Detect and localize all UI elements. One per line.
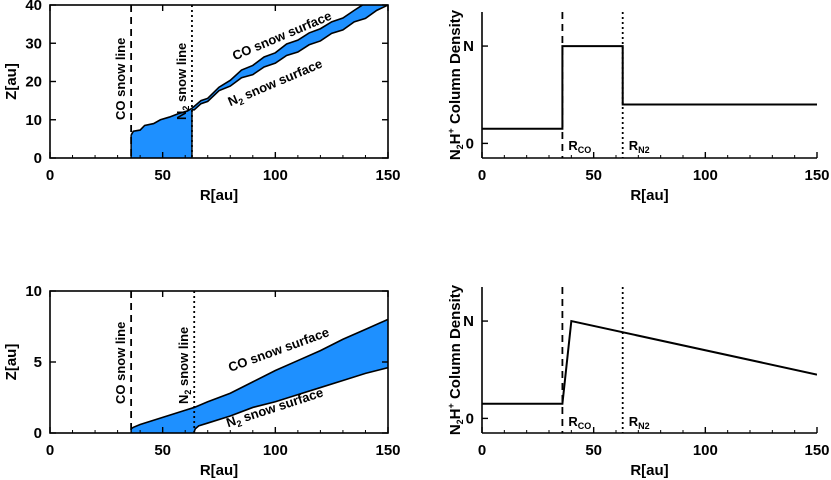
n2h-column-density-line — [482, 319, 817, 405]
text-part: 2 — [181, 106, 191, 111]
n2-surface-label: N2 snow surface — [226, 56, 326, 111]
y-tick-label: 20 — [25, 74, 42, 91]
y-axis-label: Z[au] — [3, 63, 20, 100]
y-axis-label: Z[au] — [3, 344, 20, 381]
text-part: Column Density — [447, 9, 464, 128]
x-axis-label: R[au] — [630, 462, 668, 479]
x-tick-label: 50 — [585, 442, 602, 459]
plot-area — [482, 319, 817, 405]
text-part: CO — [578, 145, 592, 155]
n2h-column-density-line — [482, 45, 817, 130]
text-part: R — [629, 138, 639, 153]
text-part: N2 — [638, 145, 650, 155]
text-part: Column Density — [447, 284, 464, 403]
r-co-label: RCO — [568, 138, 591, 155]
text-part: R — [629, 414, 639, 429]
text-part: 2 — [455, 144, 465, 149]
y-tick-label: N — [463, 313, 474, 330]
y-tick-label: 0 — [34, 150, 42, 167]
plot-area — [482, 45, 817, 130]
text-part: N — [224, 413, 238, 430]
x-tick-label: 150 — [804, 442, 829, 459]
x-tick-label: 150 — [375, 167, 400, 184]
text-part: 2 — [237, 96, 246, 107]
x-tick-label: 100 — [693, 167, 718, 184]
n2-snow-line-label: N2 snow line — [174, 43, 191, 120]
r-n2-label: RN2 — [629, 138, 650, 155]
co-snow-line-label: CO snow line — [113, 322, 128, 404]
plot-area — [130, 318, 388, 433]
x-tick-label: 100 — [263, 442, 288, 459]
text-part: 2 — [455, 419, 465, 424]
y-tick-label: 10 — [25, 112, 42, 129]
y-tick-label: 0 — [466, 410, 474, 427]
text-part: snow line — [176, 327, 191, 390]
x-axis-label: R[au] — [630, 187, 668, 204]
x-tick-label: 50 — [154, 442, 171, 459]
n2-snow-surface-line — [193, 366, 388, 432]
y-tick-label: 0 — [34, 425, 42, 442]
text-part: N — [447, 424, 464, 435]
y-tick-label: N — [463, 38, 474, 55]
text-part: R — [568, 138, 578, 153]
x-tick-label: 0 — [46, 167, 54, 184]
x-tick-label: 50 — [154, 167, 171, 184]
co-snow-line-label: CO snow line — [113, 38, 128, 120]
text-part: 2 — [183, 390, 193, 395]
text-part: H — [447, 408, 464, 419]
text-part: N — [174, 111, 189, 120]
x-tick-label: 150 — [804, 167, 829, 184]
text-part: snow surface — [239, 56, 325, 104]
x-tick-label: 150 — [375, 442, 400, 459]
text-part: N — [176, 395, 191, 404]
text-part: R — [568, 414, 578, 429]
text-part: snow line — [174, 43, 189, 106]
text-part: + — [446, 128, 456, 133]
x-tick-label: 0 — [46, 442, 54, 459]
r-co-label: RCO — [568, 414, 591, 431]
x-tick-label: 0 — [478, 167, 486, 184]
n2-snow-line-label: N2 snow line — [176, 327, 193, 404]
text-part: 2 — [235, 418, 243, 429]
co-snow-surface-line — [130, 5, 364, 136]
y-tick-label: 40 — [25, 0, 42, 14]
y-tick-label: 0 — [466, 135, 474, 152]
plot-area — [130, 5, 388, 158]
r-n2-label: RN2 — [629, 414, 650, 431]
text-part: N2 — [638, 421, 650, 431]
x-axis-label: R[au] — [200, 462, 238, 479]
co-snow-surface-line — [130, 318, 388, 430]
x-tick-label: 100 — [263, 167, 288, 184]
y-tick-label: 5 — [34, 354, 42, 371]
text-part: N — [447, 149, 464, 160]
n2-snow-surface-line — [191, 5, 388, 111]
y-tick-label: 30 — [25, 35, 42, 52]
snow-region-fill — [131, 5, 388, 158]
x-tick-label: 0 — [478, 442, 486, 459]
text-part: CO — [578, 421, 592, 431]
y-axis-label: N2H+ Column Density — [446, 9, 465, 160]
y-axis-label: N2H+ Column Density — [446, 284, 465, 435]
y-tick-label: 10 — [25, 283, 42, 300]
text-part: H — [447, 133, 464, 144]
x-axis-label: R[au] — [200, 187, 238, 204]
text-part: + — [446, 403, 456, 408]
x-tick-label: 50 — [585, 167, 602, 184]
x-tick-label: 100 — [693, 442, 718, 459]
